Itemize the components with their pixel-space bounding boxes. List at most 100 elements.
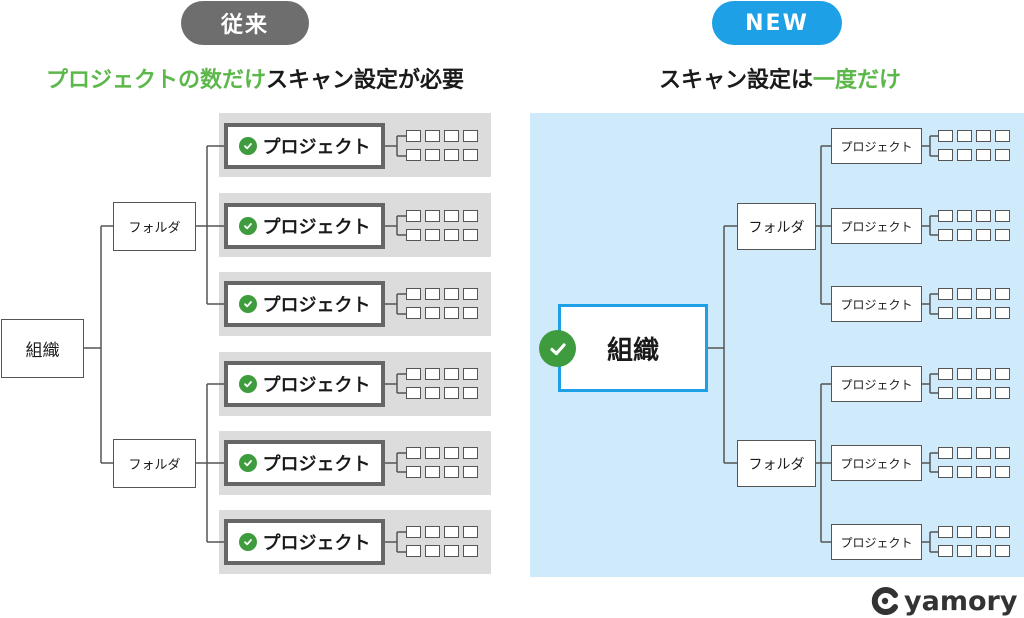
- item-square: [444, 526, 459, 538]
- old-badge: 従来: [181, 1, 309, 45]
- old-badge-label: 従来: [220, 13, 269, 38]
- item-square: [995, 526, 1010, 538]
- item-square: [444, 466, 459, 478]
- project-label: プロジェクト: [262, 454, 371, 475]
- project-node-new: プロジェクト: [831, 524, 922, 560]
- project-label: プロジェクト: [840, 377, 913, 392]
- item-square: [463, 307, 478, 319]
- item-square: [938, 466, 953, 478]
- item-square: [463, 229, 478, 241]
- item-square: [957, 229, 972, 241]
- folder-node-old: フォルダ: [113, 439, 196, 488]
- folder-node-new: フォルダ: [737, 440, 816, 487]
- check-icon: [238, 375, 257, 393]
- org-label: 組織: [25, 341, 60, 361]
- item-square: [463, 387, 478, 399]
- project-node-new: プロジェクト: [831, 286, 922, 322]
- item-square: [976, 229, 991, 241]
- item-square: [463, 466, 478, 478]
- project-node-old: プロジェクト: [224, 519, 385, 565]
- item-square: [938, 545, 953, 557]
- item-square: [444, 229, 459, 241]
- logo-text: yamory: [904, 585, 1018, 617]
- item-square: [938, 229, 953, 241]
- check-icon: [238, 454, 257, 472]
- item-square: [976, 545, 991, 557]
- check-icon: [238, 217, 257, 235]
- item-square: [425, 149, 440, 161]
- item-square: [406, 447, 421, 459]
- item-square: [444, 387, 459, 399]
- check-icon: [238, 137, 257, 155]
- item-square: [406, 149, 421, 161]
- item-square: [938, 307, 953, 319]
- item-square: [938, 130, 953, 142]
- project-node-old: プロジェクト: [224, 123, 385, 169]
- item-square: [957, 526, 972, 538]
- item-square: [425, 288, 440, 300]
- item-square: [938, 368, 953, 380]
- item-square: [938, 526, 953, 538]
- item-square: [425, 368, 440, 380]
- new-badge: NEW: [712, 1, 842, 45]
- item-square: [444, 447, 459, 459]
- item-square: [957, 130, 972, 142]
- folder-node-new: フォルダ: [737, 203, 816, 250]
- item-square: [995, 368, 1010, 380]
- project-node-new: プロジェクト: [831, 445, 922, 481]
- item-square: [995, 387, 1010, 399]
- org-node-old: 組織: [1, 319, 84, 378]
- org-node-new: 組織: [558, 304, 708, 392]
- old-heading-accent: プロジェクトの数だけ: [45, 68, 266, 93]
- check-icon: [238, 295, 257, 313]
- item-square: [976, 130, 991, 142]
- check-icon: [539, 330, 576, 367]
- item-square: [938, 447, 953, 459]
- project-node-old: プロジェクト: [224, 281, 385, 327]
- item-square: [976, 210, 991, 222]
- item-square: [463, 545, 478, 557]
- item-square: [425, 447, 440, 459]
- item-square: [406, 288, 421, 300]
- item-square: [425, 210, 440, 222]
- item-square: [425, 130, 440, 142]
- item-square: [425, 307, 440, 319]
- org-label: 組織: [606, 335, 659, 366]
- item-square: [976, 466, 991, 478]
- item-square: [406, 130, 421, 142]
- item-square: [995, 130, 1010, 142]
- item-square: [444, 210, 459, 222]
- item-square: [976, 368, 991, 380]
- project-node-old: プロジェクト: [224, 361, 385, 407]
- item-square: [444, 545, 459, 557]
- item-square: [463, 130, 478, 142]
- item-square: [463, 447, 478, 459]
- item-square: [995, 288, 1010, 300]
- item-square: [938, 149, 953, 161]
- check-icon: [238, 533, 257, 551]
- item-square: [406, 307, 421, 319]
- item-square: [463, 149, 478, 161]
- item-square: [995, 466, 1010, 478]
- old-heading: プロジェクトの数だけスキャン設定が必要: [20, 62, 490, 94]
- project-node-new: プロジェクト: [831, 128, 922, 164]
- old-heading-text: スキャン設定が必要: [266, 68, 465, 93]
- project-label: プロジェクト: [262, 137, 371, 158]
- project-label: プロジェクト: [262, 533, 371, 554]
- folder-label: フォルダ: [128, 458, 181, 473]
- folder-label: フォルダ: [128, 221, 181, 236]
- item-square: [425, 526, 440, 538]
- new-badge-label: NEW: [745, 10, 809, 36]
- item-square: [444, 307, 459, 319]
- project-label: プロジェクト: [840, 535, 913, 550]
- project-node-old: プロジェクト: [224, 440, 385, 486]
- item-square: [957, 288, 972, 300]
- item-square: [957, 210, 972, 222]
- project-node-new: プロジェクト: [831, 366, 922, 402]
- yamory-logo: yamory: [870, 584, 1017, 618]
- item-square: [406, 526, 421, 538]
- project-label: プロジェクト: [262, 217, 371, 238]
- item-square: [425, 466, 440, 478]
- item-square: [995, 210, 1010, 222]
